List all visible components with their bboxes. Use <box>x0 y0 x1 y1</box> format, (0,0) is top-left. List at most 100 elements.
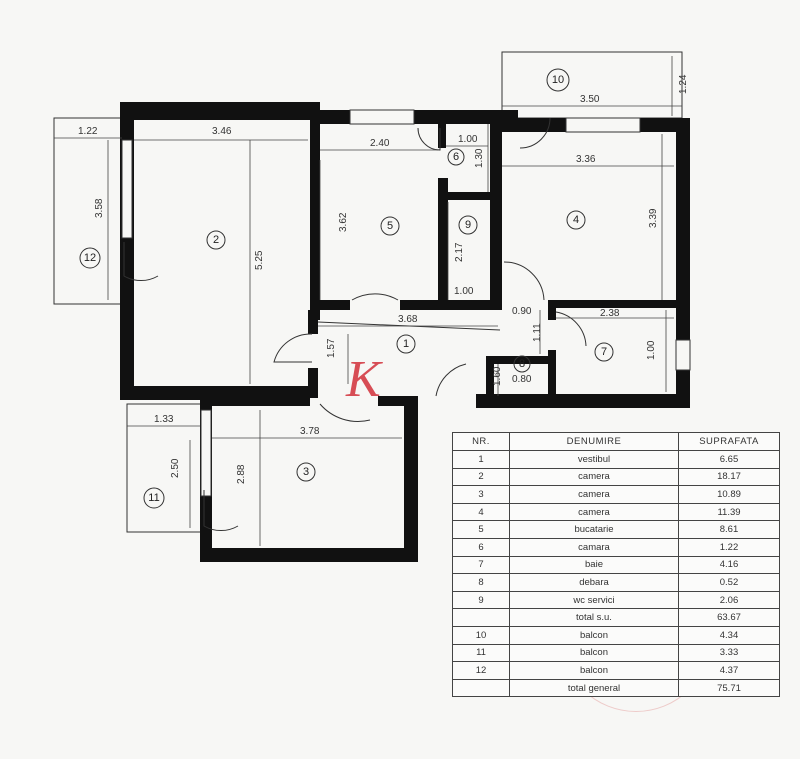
dim-0-90: 0.90 <box>512 306 532 317</box>
door-hall-room2 <box>273 333 313 363</box>
cell-nr: 5 <box>452 520 510 539</box>
wall-hall-left <box>308 310 318 334</box>
wall-bottom-right <box>476 394 690 408</box>
door-room3-balcony <box>203 490 239 532</box>
dim-1-60: 1.60 <box>492 366 503 386</box>
dim-0-80: 0.80 <box>512 374 532 385</box>
cell-area: 75.71 <box>678 678 780 698</box>
cell-nr <box>452 678 510 698</box>
cell-name: total general <box>509 678 679 698</box>
cell-area: 11.39 <box>678 502 780 522</box>
dim-3-36: 3.36 <box>576 154 596 165</box>
cell-area: 6.65 <box>678 450 780 469</box>
wall-6 <box>438 124 446 148</box>
door-hall-room3 <box>319 403 371 422</box>
table-row: total s.u.63.67 <box>452 608 780 627</box>
dim-2-50: 2.50 <box>170 458 181 478</box>
dim-1-00-b: 1.00 <box>454 286 474 297</box>
cell-nr: 10 <box>452 625 510 645</box>
room-1-marker <box>396 334 416 354</box>
wall-room3-top <box>200 396 310 406</box>
dim-1-00-a: 1.00 <box>458 134 478 145</box>
cell-area: 0.52 <box>678 573 780 592</box>
cell-name: debara <box>509 573 679 592</box>
dim-5-25: 5.25 <box>254 250 265 270</box>
wall-top-left <box>120 102 320 120</box>
room-6-label: 6 <box>453 151 459 163</box>
cell-nr: 3 <box>452 485 510 504</box>
window-room3 <box>200 409 212 497</box>
dim-2-40: 2.40 <box>370 138 390 149</box>
cell-name: camera <box>509 467 679 487</box>
balcony-10-outline <box>501 51 683 119</box>
balcony-12-outline <box>53 117 125 305</box>
cell-name: camara <box>509 537 679 557</box>
window-room2 <box>121 139 133 239</box>
door-hall-room4 <box>503 261 545 301</box>
room-markers <box>79 68 614 509</box>
door-room2-balcony <box>123 242 159 282</box>
wall-hall-leftb <box>308 368 318 398</box>
wall-room3-bottom <box>200 548 418 562</box>
dim-2-38: 2.38 <box>600 308 620 319</box>
room-10-label: 10 <box>552 74 564 86</box>
room-4-label: 4 <box>573 214 579 226</box>
cell-area: 4.16 <box>678 555 780 575</box>
room-7-label: 7 <box>601 346 607 358</box>
cell-nr: 6 <box>452 537 510 557</box>
cell-nr: 4 <box>452 502 510 522</box>
dim-3-50: 3.50 <box>580 94 600 105</box>
room-12-marker <box>79 247 101 269</box>
wall-right <box>676 118 690 408</box>
cell-nr: 12 <box>452 661 510 680</box>
header-denumire: DENUMIRE <box>509 432 679 451</box>
room-9-label: 9 <box>465 219 471 231</box>
window-room4 <box>565 117 641 133</box>
wall-8-left <box>486 356 494 406</box>
dim-3-68: 3.68 <box>398 314 418 325</box>
dim-1-22: 1.22 <box>78 126 98 137</box>
cell-nr: 7 <box>452 555 510 575</box>
cell-area: 2.06 <box>678 590 780 610</box>
walls <box>120 102 690 562</box>
room-10-marker <box>546 68 570 92</box>
cell-name: wc servici <box>509 590 679 610</box>
room-1-label: 1 <box>403 338 409 350</box>
cell-nr: 2 <box>452 467 510 487</box>
cell-nr: 11 <box>452 643 510 663</box>
dim-1-11: 1.11 <box>532 323 543 342</box>
room-6-marker <box>447 148 465 166</box>
dim-1-30: 1.30 <box>474 148 485 168</box>
door-entrance <box>435 363 467 397</box>
room-12-label: 12 <box>84 252 96 264</box>
dim-1-00-c: 1.00 <box>646 340 657 360</box>
wall-2-5 <box>310 120 320 320</box>
cell-name: camera <box>509 502 679 522</box>
dim-1-24: 1.24 <box>678 74 689 94</box>
dim-3-46: 3.46 <box>212 126 232 137</box>
door-hall-room5 <box>351 293 399 301</box>
window-room5 <box>349 109 415 125</box>
header-suprafata: SUPRAFATA <box>678 432 780 451</box>
door-swings <box>123 117 587 532</box>
windows <box>121 109 691 497</box>
room-2-marker <box>206 230 226 250</box>
cell-area: 18.17 <box>678 467 780 487</box>
room-2-label: 2 <box>213 234 219 246</box>
cell-name: balcon <box>509 643 679 663</box>
cell-name: camera <box>509 485 679 504</box>
wall-4-bottom <box>548 300 688 308</box>
cell-nr: 9 <box>452 590 510 610</box>
dim-3-39: 3.39 <box>648 208 659 228</box>
